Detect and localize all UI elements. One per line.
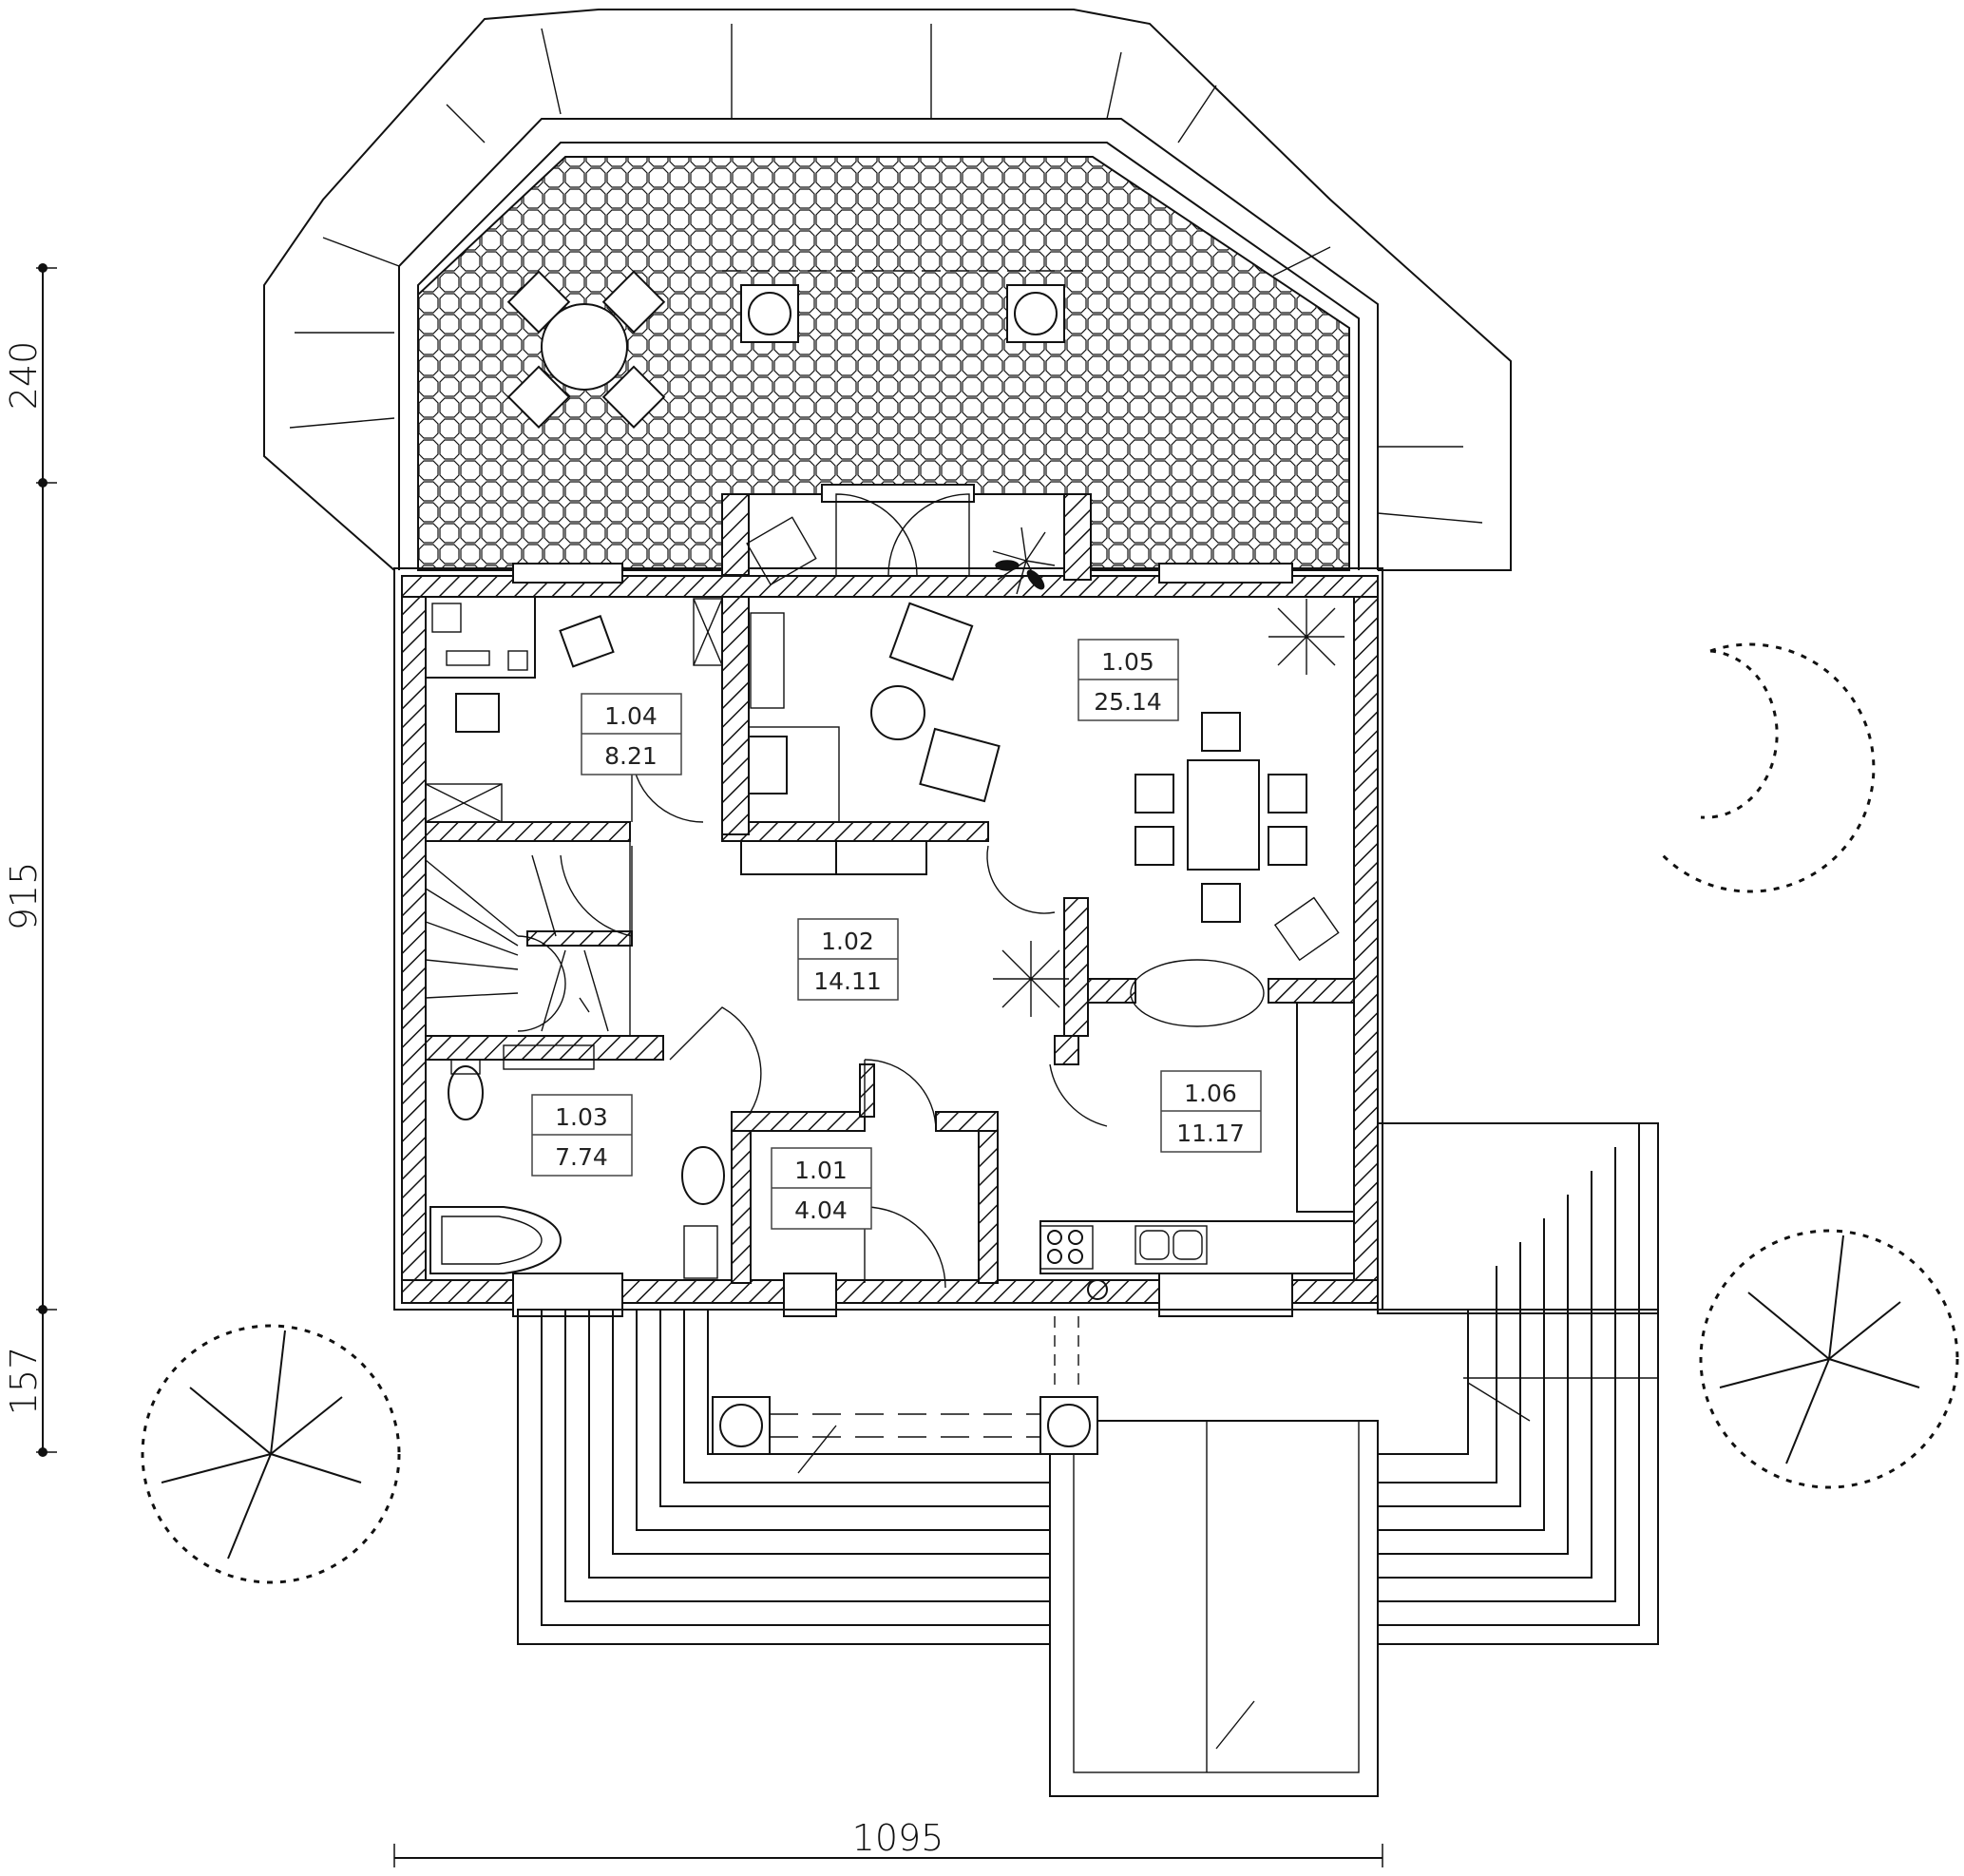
fireplace (746, 516, 840, 823)
svg-text:1.06: 1.06 (1184, 1080, 1237, 1107)
terrace-round-table-set (506, 270, 666, 429)
svg-text:1.03: 1.03 (555, 1103, 608, 1131)
svg-text:1.01: 1.01 (794, 1157, 848, 1184)
svg-text:4.04: 4.04 (794, 1196, 848, 1224)
room-label-1-01: 1.01 4.04 (771, 1147, 872, 1230)
svg-text:14.11: 14.11 (813, 967, 882, 995)
staircase (425, 840, 631, 1037)
room-label-1-02: 1.02 14.11 (797, 918, 899, 1001)
dimension-240: 240 (3, 341, 45, 411)
svg-text:1.05: 1.05 (1101, 648, 1154, 676)
svg-text:1.04: 1.04 (604, 702, 658, 730)
dimension-1095: 1095 (852, 1817, 944, 1859)
room-label-1-05: 1.05 25.14 (1077, 639, 1179, 721)
shrub-icon (1661, 642, 1876, 893)
vertical-dimension-line: 240 915 157 (3, 263, 57, 1457)
tree-icon (1699, 1229, 1959, 1489)
svg-text:8.21: 8.21 (604, 742, 658, 770)
room-label-1-04: 1.04 8.21 (581, 693, 682, 775)
tree-icon (141, 1324, 401, 1584)
svg-text:1.02: 1.02 (821, 928, 874, 955)
svg-text:25.14: 25.14 (1094, 688, 1162, 716)
terrace-columns (722, 270, 1083, 343)
doors (560, 493, 1265, 1289)
terrace-rays (289, 24, 1483, 524)
dimension-915: 915 (3, 862, 45, 931)
windows (512, 484, 1293, 1317)
dimension-157: 157 (3, 1347, 45, 1416)
room-label-1-06: 1.06 11.17 (1160, 1070, 1262, 1153)
svg-text:11.17: 11.17 (1176, 1120, 1245, 1147)
house-walls (393, 493, 1383, 1311)
svg-text:7.74: 7.74 (555, 1143, 608, 1171)
bathroom-fixtures (429, 1044, 725, 1279)
living-room-furniture (740, 602, 1340, 962)
kitchen-furniture (1039, 1002, 1355, 1300)
horizontal-dimension-line: 1095 (393, 1817, 1383, 1867)
office-furniture (425, 596, 723, 823)
plant-icon (992, 526, 1344, 1017)
room-label-1-03: 1.03 7.74 (531, 1094, 633, 1177)
entrance-porch (517, 1122, 1659, 1797)
